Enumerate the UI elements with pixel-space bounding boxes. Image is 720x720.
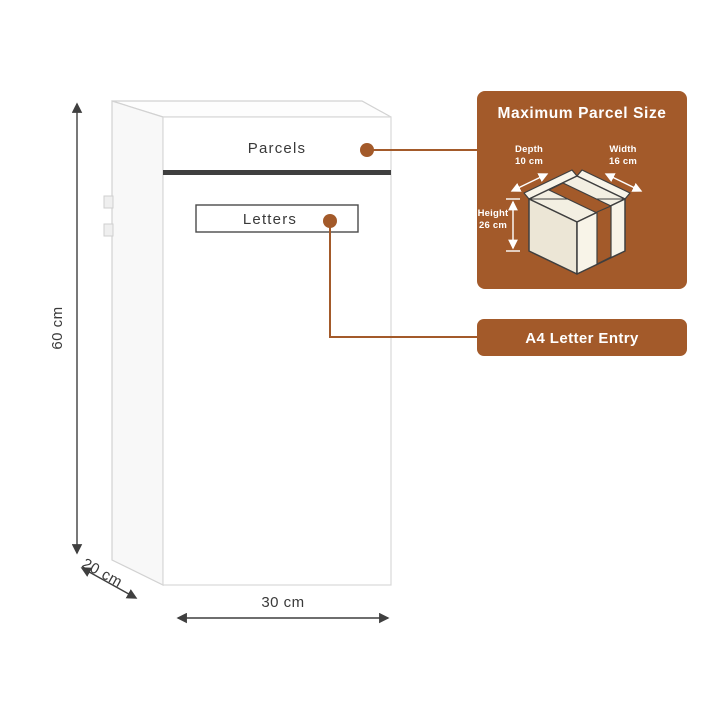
letters-label: Letters bbox=[243, 211, 297, 228]
parcel-cube-illustration bbox=[523, 169, 631, 275]
letter-callout-dot bbox=[323, 214, 337, 228]
width-annotation-arrow bbox=[604, 173, 643, 192]
parcel-door-gap bbox=[163, 170, 391, 175]
a4-letter-entry-panel bbox=[477, 319, 687, 356]
max-parcel-size-title: Maximum Parcel Size bbox=[497, 105, 666, 122]
depth-dimension-arrow bbox=[80, 567, 138, 599]
parcel-callout-dot bbox=[360, 143, 374, 157]
height-annotation-label: Height bbox=[478, 208, 509, 219]
a4-letter-entry-callout: A4 Letter Entry bbox=[477, 319, 687, 356]
depth-annotation-value: 10 cm bbox=[515, 156, 543, 167]
cabinet-front-face bbox=[162, 116, 392, 586]
hinge-bottom bbox=[103, 223, 114, 237]
letter-callout-line bbox=[329, 221, 477, 338]
depth-annotation-arrow bbox=[510, 173, 549, 192]
hinge-top bbox=[103, 195, 114, 209]
height-dimension-label: 60 cm bbox=[49, 306, 66, 349]
width-dimension-label: 30 cm bbox=[261, 594, 304, 611]
tape-side bbox=[596, 205, 612, 265]
width-annotation-value: 16 cm bbox=[609, 156, 637, 167]
overall-dimensions: 60 cm 20 cm 30 cm bbox=[49, 102, 390, 624]
max-parcel-size-callout: Maximum Parcel Size Depth 10 cm Width 16… bbox=[477, 91, 687, 289]
a4-letter-entry-label: A4 Letter Entry bbox=[525, 330, 639, 347]
parcel-box-illustration: Parcels Letters bbox=[103, 100, 392, 586]
height-annotation-value: 26 cm bbox=[479, 220, 507, 231]
width-annotation-label: Width bbox=[609, 144, 636, 155]
cabinet-side-face bbox=[111, 100, 164, 586]
depth-annotation-label: Depth bbox=[515, 144, 543, 155]
parcels-label: Parcels bbox=[248, 140, 306, 157]
callout-connectors bbox=[323, 143, 477, 338]
